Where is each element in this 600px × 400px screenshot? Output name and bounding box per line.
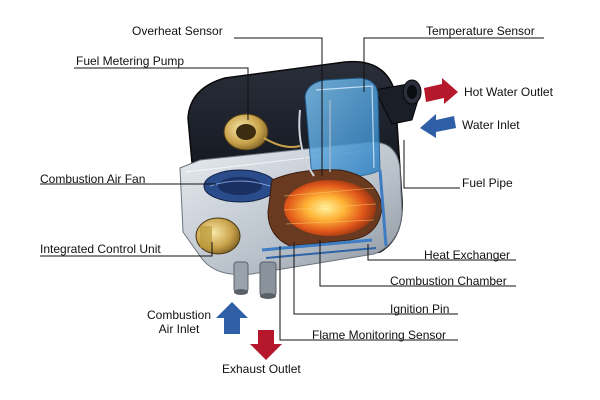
water-jacket <box>304 77 381 179</box>
label-water-inlet: Water Inlet <box>462 118 520 132</box>
label-combustion-air-inlet: Combustion Air Inlet <box>146 308 212 336</box>
label-hot-water-outlet: Hot Water Outlet <box>464 85 553 99</box>
sensor-wires <box>298 100 331 177</box>
label-exhaust-outlet: Exhaust Outlet <box>222 362 301 376</box>
combustion-chamber <box>267 169 383 247</box>
leader-lines <box>40 37 544 341</box>
bottom-pipes <box>233 261 277 299</box>
label-combustion-air-fan: Combustion Air Fan <box>40 172 146 186</box>
water-pipe <box>374 79 422 125</box>
combustion-air-fan <box>203 169 277 203</box>
label-flame-monitoring-sensor: Flame Monitoring Sensor <box>312 328 447 342</box>
label-fuel-pipe: Fuel Pipe <box>462 176 513 190</box>
combustion-air-inlet-arrow <box>216 302 248 334</box>
label-combustion-air-inlet-line1: Combustion <box>146 308 212 322</box>
label-temperature-sensor: Temperature Sensor <box>426 24 535 38</box>
label-ignition-pin: Ignition Pin <box>390 302 450 316</box>
integrated-control-unit <box>195 217 241 255</box>
hot-water-outlet-arrow <box>424 78 458 104</box>
label-heat-exchanger: Heat Exchanger <box>424 248 511 262</box>
exhaust-outlet-arrow <box>250 330 282 360</box>
label-integrated-control-unit: Integrated Control Unit <box>40 242 161 256</box>
label-fuel-metering-pump: Fuel Metering Pump <box>76 54 185 68</box>
label-combustion-chamber: Combustion Chamber <box>390 274 507 288</box>
fuel-metering-pump <box>223 113 301 151</box>
water-inlet-arrow <box>420 114 456 138</box>
label-combustion-air-inlet-line2: Air Inlet <box>158 322 200 336</box>
label-overheat-sensor: Overheat Sensor <box>132 24 223 38</box>
